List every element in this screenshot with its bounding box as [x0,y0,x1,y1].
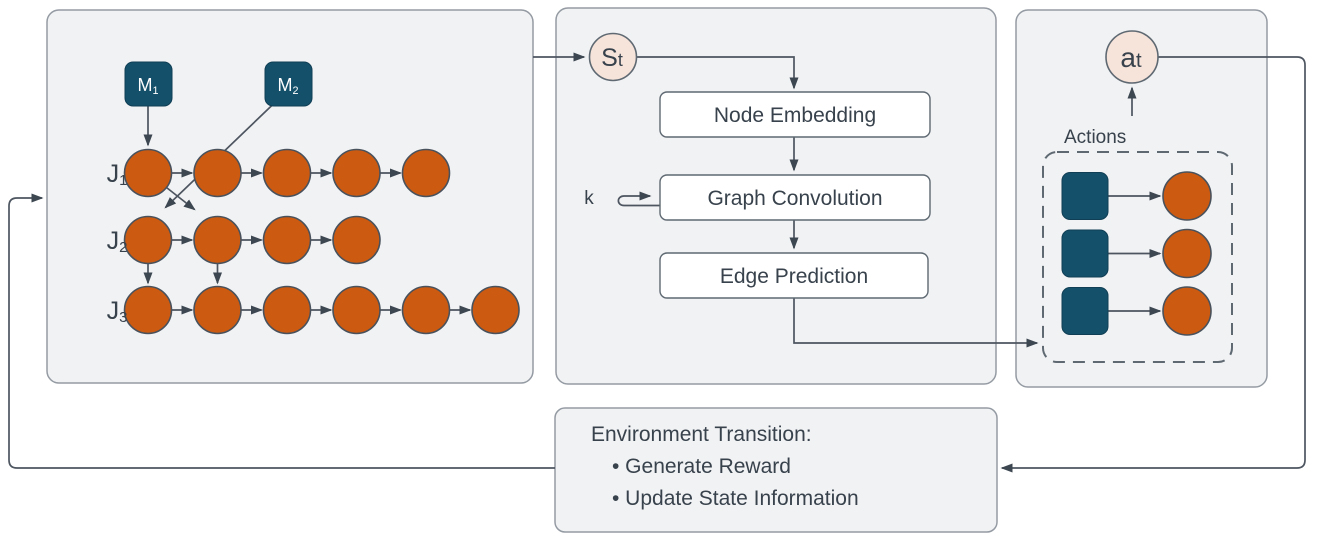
action-machine-box [1061,229,1109,278]
operation-node [123,285,173,335]
machine2-label: M2 [277,75,298,97]
environment-bullet-1: • Generate Reward [612,455,791,478]
labels: M1 M2 J1 J2 J3 St at Node Embedding Grap… [107,42,1142,510]
machine1-label: M1 [137,75,158,97]
operation-node [123,215,173,265]
environment-title: Environment Transition: [591,423,812,446]
operation-node [193,285,242,335]
node-embedding-block [659,91,931,138]
actions-dashed-box [1042,151,1233,363]
operation-node [401,148,451,198]
machine1-box [124,61,173,107]
action-machine-box [1061,172,1109,220]
action-machine-box [1061,287,1109,335]
action-operation-node [1162,171,1212,221]
operation-node [471,285,520,335]
operation-node [193,215,242,265]
operation-node [332,285,381,335]
at-to-environment-arrow [1000,56,1306,473]
action-operation-node [1162,286,1212,336]
action-node-label: at [1120,42,1142,73]
operation-node [262,148,312,198]
machine2-box [264,61,313,107]
state-to-embedding-arrow [613,56,799,90]
action-node-circle [1105,30,1159,84]
environment-bullet-2: • Update State Information [612,487,859,510]
job3-label: J3 [107,297,128,326]
edge-prediction-label: Edge Prediction [720,265,868,288]
state-node-label: St [601,44,623,72]
operation-node [262,215,312,265]
operation-node [332,215,381,265]
graph-convolution-label: Graph Convolution [707,187,882,210]
environment-transition-box [554,407,998,533]
actions-label: Actions [1064,127,1126,148]
operation-node [123,148,173,198]
machine2-to-j2-arrow [164,89,289,209]
action-operation-node [1162,228,1212,279]
generated-nodes [123,148,1212,336]
job1-label: J1 [107,160,128,189]
edge-prediction-block [659,252,929,299]
k-loop-arrow [617,191,660,207]
operation-node [401,285,451,335]
prediction-to-actions-arrow [793,298,1039,348]
job2-label: J2 [107,227,128,256]
graph-convolution-block [659,174,931,221]
operation-node [332,148,381,198]
operation-node [193,148,242,198]
environment-to-state-arrow [8,193,555,469]
static-shapes [124,30,1233,363]
state-node-circle [588,32,638,82]
operation-node [262,285,312,335]
k-label: k [584,188,594,209]
static-connectors [8,52,1306,473]
node-embedding-label: Node Embedding [714,104,876,127]
